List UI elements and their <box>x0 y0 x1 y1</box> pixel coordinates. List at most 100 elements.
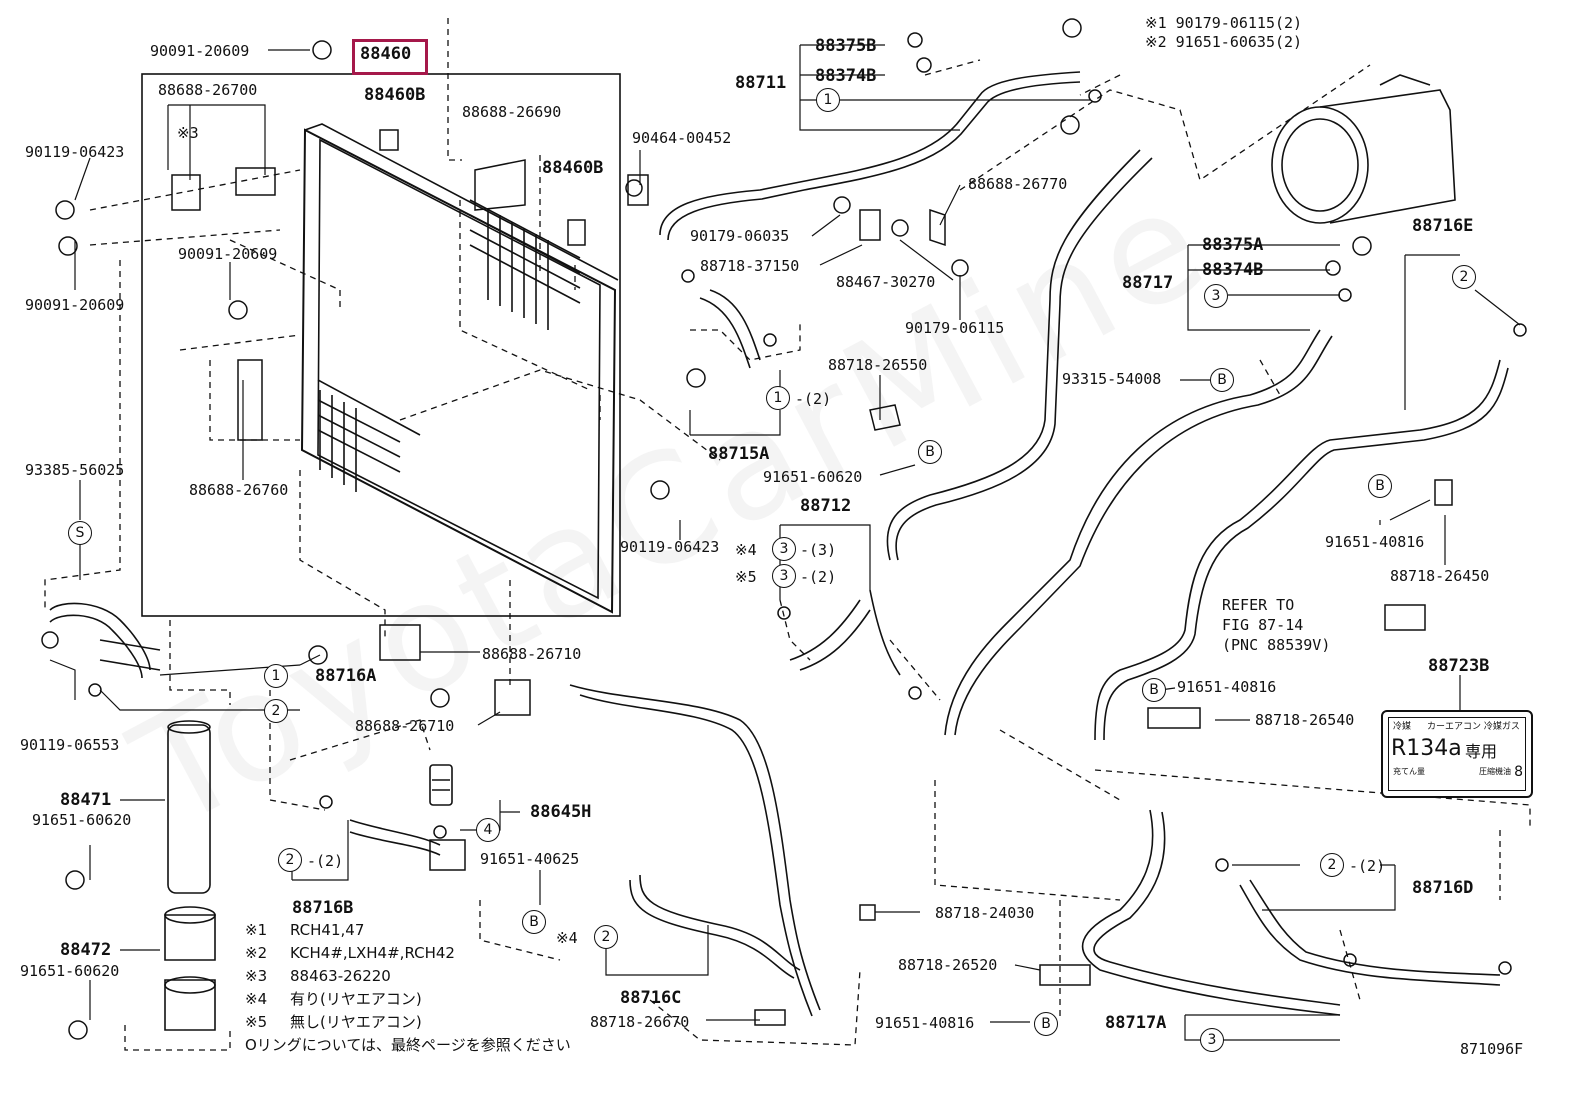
footnote-3-value: 88463-26220 <box>290 967 391 985</box>
part-label-90119-06423-a[interactable]: 90119-06423 <box>25 143 125 161</box>
bolts-fittings <box>41 18 1527 1040</box>
refer-to-line2[interactable]: FIG 87-14 <box>1222 616 1304 634</box>
part-label-88471[interactable]: 88471 <box>60 790 112 810</box>
part-label-88718-26550[interactable]: 88718-26550 <box>828 356 928 374</box>
part-label-90091-20609-mid[interactable]: 90091-20609 <box>178 245 278 263</box>
ref-note-5: ※5 <box>735 568 757 586</box>
part-label-88688-26690[interactable]: 88688-26690 <box>462 103 562 121</box>
footnote-4-value: 有り(リヤエアコン) <box>290 990 422 1008</box>
callout-1-88711[interactable]: 1 <box>816 88 840 112</box>
part-label-88717a[interactable]: 88717A <box>1105 1013 1167 1033</box>
part-label-90464-00452[interactable]: 90464-00452 <box>632 129 732 147</box>
callout-2-88716e[interactable]: 2 <box>1452 265 1476 289</box>
part-label-93315-54008[interactable]: 93315-54008 <box>1062 370 1162 388</box>
part-label-88712[interactable]: 88712 <box>800 496 852 516</box>
refer-to-line1: REFER TO <box>1222 596 1295 614</box>
r134a-gas-name: R134a <box>1391 736 1462 761</box>
callout-s-93385[interactable]: S <box>68 521 92 545</box>
callout-3-88712-a[interactable]: 3 <box>772 537 796 561</box>
compressor-drawing <box>1271 74 1456 224</box>
callout-3-88717[interactable]: 3 <box>1204 284 1228 308</box>
part-label-88375a[interactable]: 88375A <box>1202 235 1264 255</box>
part-label-88374b-b[interactable]: 88374B <box>1202 260 1264 280</box>
part-label-90091-20609-left[interactable]: 90091-20609 <box>25 296 125 314</box>
part-label-93385-56025[interactable]: 93385-56025 <box>25 461 125 479</box>
part-label-88718-26450[interactable]: 88718-26450 <box>1390 567 1490 585</box>
callout-1-88716a[interactable]: 1 <box>264 664 288 688</box>
part-label-91651-60620-c[interactable]: 91651-60620 <box>763 468 863 486</box>
callout-4-88645h[interactable]: 4 <box>476 818 500 842</box>
part-label-88718-24030[interactable]: 88718-24030 <box>935 904 1035 922</box>
part-label-88716c[interactable]: 88716C <box>620 988 682 1008</box>
callout-b-91651-40816-b[interactable]: B <box>1142 678 1166 702</box>
part-label-90179-06035[interactable]: 90179-06035 <box>690 227 790 245</box>
part-label-88711[interactable]: 88711 <box>735 73 787 93</box>
pressure-switch-drawing <box>429 764 453 806</box>
refer-to-line3: (PNC 88539V) <box>1222 636 1331 654</box>
qty-88716b: -(2) <box>307 852 344 870</box>
part-label-88688-26760[interactable]: 88688-26760 <box>189 481 289 499</box>
part-label-88460b-b[interactable]: 88460B <box>542 158 604 178</box>
part-label-88718-26540[interactable]: 88718-26540 <box>1255 711 1355 729</box>
part-label-90091-20609-top[interactable]: 90091-20609 <box>150 42 250 60</box>
part-label-88723b[interactable]: 88723B <box>1428 656 1490 676</box>
r134a-exclusive: 専用 <box>1465 742 1498 761</box>
clamps <box>171 129 1453 1026</box>
callout-b-93315[interactable]: B <box>1210 368 1234 392</box>
part-label-88716e[interactable]: 88716E <box>1412 216 1474 236</box>
main-part-highlight <box>352 39 428 75</box>
part-label-90119-06553[interactable]: 90119-06553 <box>20 736 120 754</box>
r134a-foot-2: 圧縮機油 <box>1479 767 1511 776</box>
part-label-88688-26770[interactable]: 88688-26770 <box>968 175 1068 193</box>
callout-b-91651-40816-a[interactable]: B <box>1368 474 1392 498</box>
part-label-88467-30270[interactable]: 88467-30270 <box>836 273 936 291</box>
figure-number: 871096F <box>1460 1040 1524 1058</box>
footnote-oring: Oリングについては、最終ページを参照ください <box>245 1036 571 1054</box>
part-label-88716d[interactable]: 88716D <box>1412 878 1474 898</box>
part-label-90179-06115[interactable]: 90179-06115 <box>905 319 1005 337</box>
solid-leaders <box>49 44 1521 1041</box>
part-label-88374b[interactable]: 88374B <box>815 66 877 86</box>
part-label-88375b[interactable]: 88375B <box>815 36 877 56</box>
callout-2-88716d[interactable]: 2 <box>1320 853 1344 877</box>
receiver-drier-drawing <box>164 720 216 1031</box>
callout-1-88715a[interactable]: 1 <box>766 386 790 410</box>
part-label-88718-37150[interactable]: 88718-37150 <box>700 257 800 275</box>
part-label-91651-40816-b[interactable]: 91651-40816 <box>1177 678 1277 696</box>
part-label-88718-26520[interactable]: 88718-26520 <box>898 956 998 974</box>
part-label-88716b[interactable]: 88716B <box>292 898 354 918</box>
callout-b-91651-40816-c[interactable]: B <box>1034 1012 1058 1036</box>
part-label-88472[interactable]: 88472 <box>60 940 112 960</box>
footnote-5-value: 無し(リヤエアコン) <box>290 1013 422 1031</box>
dashed-leaders <box>44 18 1531 1051</box>
r134a-label-plate: 冷媒 カーエアコン 冷媒ガス R134a 専用 充てん量 圧縮機油 8 <box>1381 710 1533 798</box>
part-label-88718-26670[interactable]: 88718-26670 <box>590 1013 690 1031</box>
callout-2-88716c[interactable]: 2 <box>594 925 618 949</box>
part-label-88645h[interactable]: 88645H <box>530 802 592 822</box>
ref-note-3: ※3 <box>177 124 199 142</box>
part-label-88716a[interactable]: 88716A <box>315 666 377 686</box>
part-label-90119-06423-b[interactable]: 90119-06423 <box>620 538 720 556</box>
r134a-header-2: カーエアコン 冷媒ガス <box>1427 722 1520 732</box>
callout-2-88716a[interactable]: 2 <box>264 699 288 723</box>
callout-b-91651-60620[interactable]: B <box>918 440 942 464</box>
part-label-88688-26710-a[interactable]: 88688-26710 <box>482 645 582 663</box>
callout-b-91651-40625[interactable]: B <box>522 910 546 934</box>
part-label-88460[interactable]: 88460 <box>360 44 412 64</box>
callout-3-88712-b[interactable]: 3 <box>772 564 796 588</box>
part-label-91651-40816-a[interactable]: 91651-40816 <box>1325 533 1425 551</box>
part-label-88688-26710-b[interactable]: 88688-26710 <box>355 717 455 735</box>
callout-3-88717a[interactable]: 3 <box>1200 1028 1224 1052</box>
part-label-91651-40625[interactable]: 91651-40625 <box>480 850 580 868</box>
part-label-88717[interactable]: 88717 <box>1122 273 1174 293</box>
part-label-88460b-a[interactable]: 88460B <box>364 85 426 105</box>
part-label-91651-60620-a[interactable]: 91651-60620 <box>32 811 132 829</box>
qty-88716d: -(2) <box>1349 857 1386 875</box>
callout-2-88716b[interactable]: 2 <box>278 848 302 872</box>
part-label-88688-26700[interactable]: 88688-26700 <box>158 81 258 99</box>
part-label-91651-40816-c[interactable]: 91651-40816 <box>875 1014 975 1032</box>
qty-88715a: -(2) <box>795 390 832 408</box>
part-label-91651-60620-b[interactable]: 91651-60620 <box>20 962 120 980</box>
part-label-88715a[interactable]: 88715A <box>708 444 770 464</box>
